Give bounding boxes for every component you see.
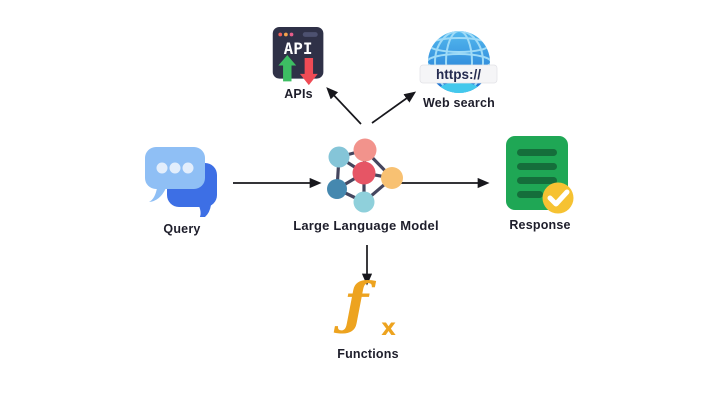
query-label: Query xyxy=(163,222,201,236)
response-node: Response xyxy=(490,136,590,233)
apis-label: APIs xyxy=(284,87,313,101)
apis-node: API APIs xyxy=(262,27,335,102)
globe-https-icon: https:// xyxy=(419,31,498,93)
document-check-icon xyxy=(506,136,574,214)
llm-label: Large Language Model xyxy=(293,218,439,233)
llm-node: Large Language Model xyxy=(281,138,451,233)
functions-node: ƒ x Functions xyxy=(318,276,418,362)
web-search-node: https:// Web search xyxy=(411,29,507,111)
web-search-label: Web search xyxy=(423,96,495,110)
https-icon-text: https:// xyxy=(436,67,481,82)
query-node: Query xyxy=(132,143,232,237)
response-label: Response xyxy=(509,218,571,232)
fx-icon-x: x xyxy=(381,315,396,341)
arrow-llm-to-web-search xyxy=(371,91,417,124)
chat-bubbles-icon xyxy=(145,147,217,217)
fx-icon: ƒ x xyxy=(336,276,400,342)
neural-network-icon xyxy=(327,138,403,213)
api-window-icon: API xyxy=(272,27,323,86)
functions-label: Functions xyxy=(337,347,399,361)
fx-icon-f: ƒ xyxy=(344,271,369,337)
api-icon-text: API xyxy=(283,39,312,58)
